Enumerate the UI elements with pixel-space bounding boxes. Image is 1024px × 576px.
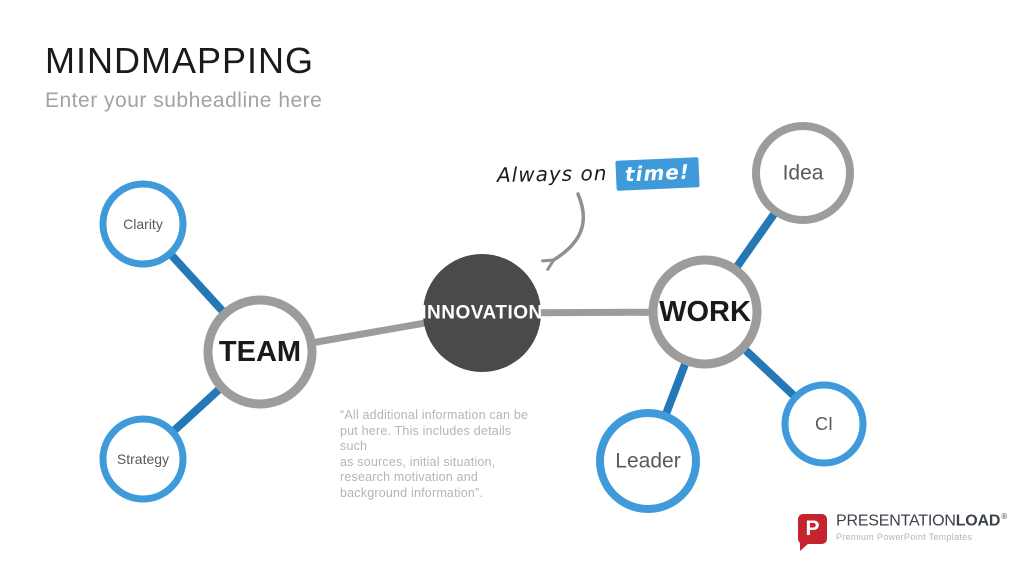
note-line: research motivation and [340,470,479,484]
note-line: background information”. [340,485,484,500]
node-clarity-circle [99,180,187,268]
brand-logo: P PRESENTATIONLOAD® Premium PowerPoint T… [798,512,1007,551]
brand-tagline: Premium PowerPoint Templates [836,532,973,543]
placeholder-note: “All additional information can be put h… [340,408,540,501]
page-subtitle: Enter your subheadline here [45,89,323,112]
brand-name-secondary: LOAD [955,512,1001,530]
brand-logo-text: PRESENTATIONLOAD® Premium PowerPoint Tem… [836,512,1007,542]
node-idea-circle [752,122,854,224]
brand-name-primary: PRESENTATION [836,512,956,530]
slide-header: MINDMAPPING Enter your subheadline here [45,40,322,113]
node-work-label: WORK [659,296,751,328]
node-clarity-label: Clarity [123,216,163,232]
curved-arrow-icon [552,192,586,261]
node-work-circle [648,255,762,369]
node-ci-circle [781,381,867,467]
annotation-highlight-text: time! [615,157,700,191]
node-ci-label: CI [815,414,833,434]
note-line: as sources, initial situation, [340,454,496,469]
node-leader-label: Leader [615,450,680,473]
node-team-circle [203,295,317,409]
brand-logo-icon: P [798,514,827,551]
node-strategy-circle [99,415,187,503]
brand-monogram: P [805,517,820,540]
node-strategy-label: Strategy [117,451,169,467]
annotation-plain-text: Always on [496,161,608,187]
note-line: “All additional information can be [340,408,529,422]
page-title: MINDMAPPING [45,40,315,81]
registered-mark: ® [1001,512,1007,521]
node-team-label: TEAM [219,336,301,368]
node-idea-label: Idea [783,162,824,185]
note-line: put here. This includes details such [340,423,512,454]
node-innovation-circle [423,254,541,372]
annotation-always-on-time: Always on time! [496,157,700,191]
node-innovation-label: INNOVATION [421,303,542,324]
node-leader-circle [596,409,700,513]
